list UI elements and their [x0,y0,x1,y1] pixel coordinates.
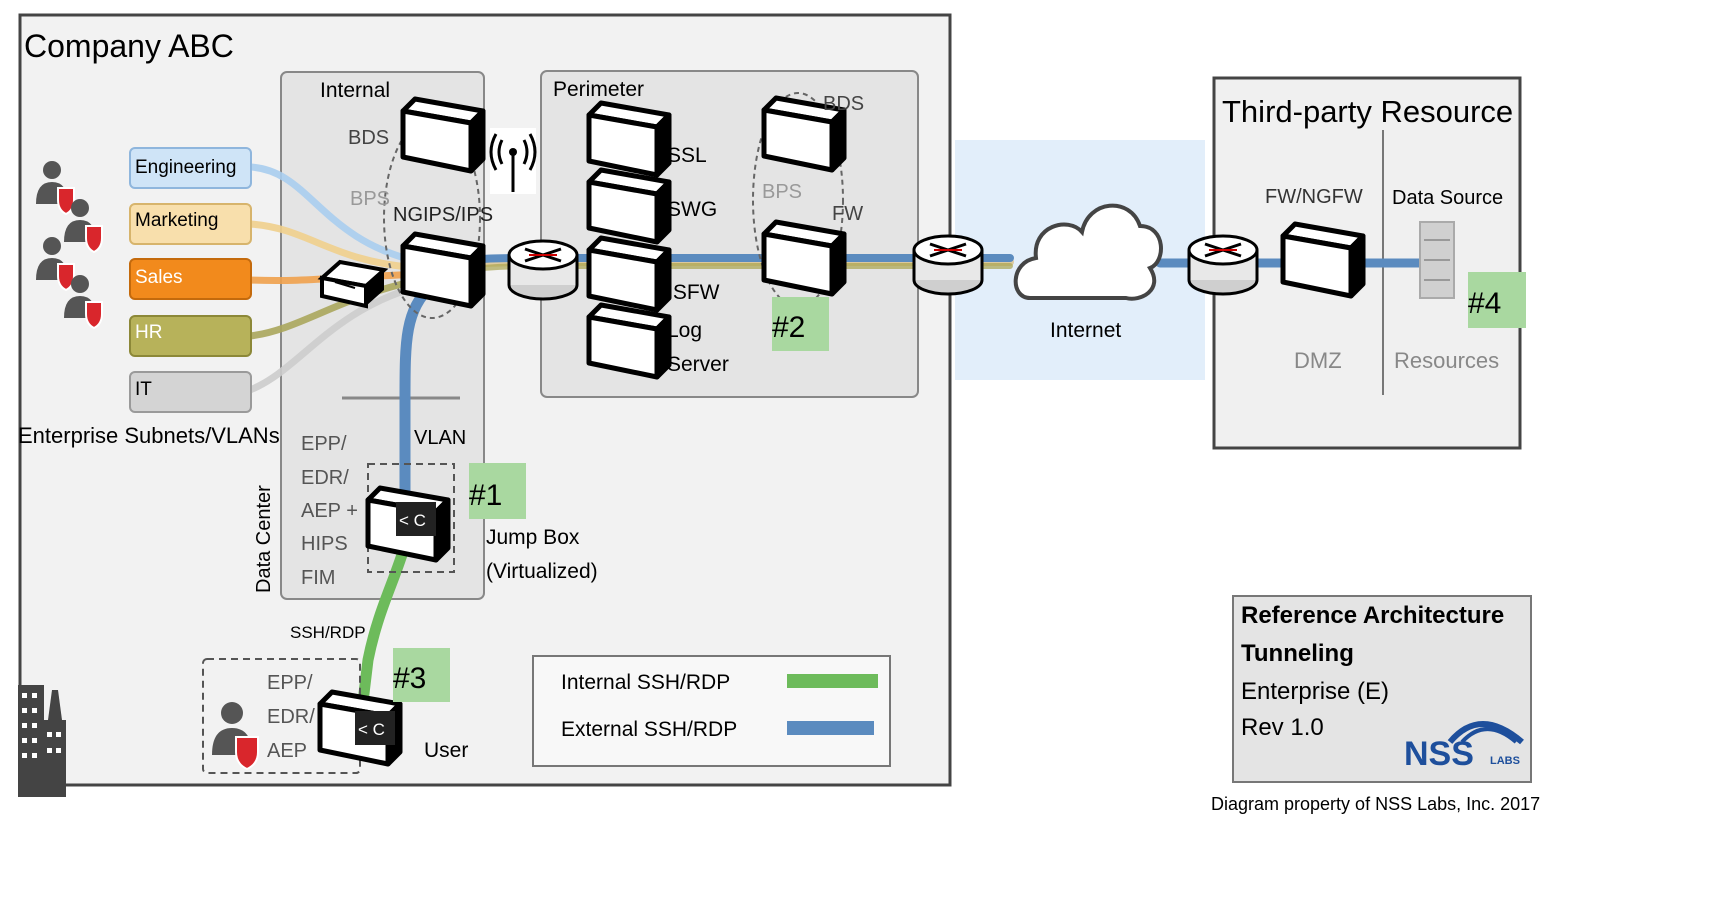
third-party-router-icon[interactable] [1187,234,1259,296]
jump-box-label-1: Jump Box [486,526,580,549]
subnet-engineering[interactable] [129,147,252,189]
swg-label: SWG [667,198,717,221]
dc-endpoint-line-2: EDR/ [301,467,349,489]
reference-line-2: Tunneling [1241,640,1354,667]
company-title: Company ABC [24,28,234,64]
subnet-it[interactable] [129,371,252,413]
edge-router-icon[interactable] [912,234,984,296]
badge-1-label: #1 [469,479,502,512]
user-endpoint-line-2: EDR/ [267,706,315,728]
dmz-label: DMZ [1294,348,1342,373]
internal-router-icon[interactable] [507,239,579,301]
subnet-lines [246,163,424,394]
fw-device-icon[interactable] [764,222,844,294]
subnet-list: Engineering Marketing Sales HR IT [129,147,252,413]
perimeter-bps-label: BPS [762,181,802,203]
bds-device-icon[interactable] [403,99,483,171]
badge-3-label: #3 [393,662,426,695]
log-label: Log [667,319,702,342]
legend-external-swatch [787,721,874,735]
nss-labs-logo: NSS LABS [1404,721,1524,773]
subnet-marketing-label: Marketing [135,210,218,231]
vlan-label: VLAN [414,427,466,449]
dc-endpoint-line-4: HIPS [301,533,348,555]
nss-logo-sub: LABS [1490,755,1520,767]
subnets-caption: Enterprise Subnets/VLANs [18,423,280,448]
user-label: User [424,739,468,762]
data-source-server-icon[interactable] [1419,221,1455,299]
jump-box-device-icon[interactable]: < C [368,488,448,560]
internal-ssh-line [356,539,411,716]
reference-line-3: Enterprise (E) [1241,678,1389,705]
fw-ngfw-label: FW/NGFW [1265,186,1363,208]
swg-device-icon[interactable] [589,170,669,242]
subnet-it-label: IT [135,379,152,400]
badge-1 [469,463,526,519]
badge-2-label: #2 [772,311,805,344]
badge-4 [1468,272,1526,328]
bds-bps-group-outline [383,117,481,319]
user-device-icon[interactable]: < C [320,692,400,764]
ssl-device-icon[interactable] [589,103,669,175]
subnet-engineering-label: Engineering [135,157,236,178]
subnet-sales[interactable] [129,258,252,300]
dc-endpoint-line-1: EPP/ [301,433,347,455]
isfw-label: ISFW [667,281,720,304]
internet-cloud-icon [1013,203,1163,301]
badge-4-label: #4 [1468,287,1501,320]
dc-endpoint-line-5: FIM [301,567,335,589]
svg-text:< C: < C [399,511,426,530]
reference-box [1232,595,1532,783]
subnet-hr[interactable] [129,315,252,357]
internal-bps-label: BPS [350,188,390,210]
server-label: Server [667,353,729,376]
jump-box-outline [367,463,455,573]
user-person-icon [212,702,259,771]
jump-box-label-2: (Virtualized) [486,560,598,583]
third-party-title: Third-party Resource [1222,94,1513,129]
log-server-device-icon[interactable] [589,305,669,377]
perimeter-title: Perimeter [553,78,644,101]
subnet-marketing[interactable] [129,203,252,245]
badge-3 [393,648,450,702]
data-center-label: Data Center [253,485,275,593]
legend-internal-label: Internal SSH/RDP [561,671,730,694]
data-source-label: Data Source [1392,187,1503,209]
badge-2 [772,297,829,351]
wireless-ap-icon [489,128,537,194]
perimeter-bds-bps-outline [752,92,844,308]
fw-label: FW [832,203,863,225]
ngips-label: NGIPS/IPS [393,204,493,226]
legend-external-label: External SSH/RDP [561,718,737,741]
subnet-hr-label: HR [135,322,162,343]
internet-label: Internet [1050,319,1121,342]
resources-label: Resources [1394,348,1499,373]
building-icon [18,685,66,797]
ngips-device-icon[interactable] [403,234,483,306]
subnet-sales-label: Sales [135,267,183,288]
ssh-rdp-label: SSH/RDP [290,623,366,642]
user-endpoint-line-3: AEP [267,740,307,762]
legend-internal-swatch [787,674,878,688]
user-endpoint-line-1: EPP/ [267,672,313,694]
internal-bds-label: BDS [348,127,389,149]
fw-ngfw-device-icon[interactable] [1283,224,1363,296]
svg-text:< C: < C [358,720,385,739]
nss-logo-text: NSS [1404,735,1474,773]
isfw-device-icon[interactable] [589,238,669,310]
reference-line-1: Reference Architecture [1241,602,1504,629]
ssl-label: SSL [667,144,707,167]
perimeter-bds-label: BDS [823,93,864,115]
reference-line-4: Rev 1.0 [1241,714,1324,741]
dc-endpoint-line-3: AEP + [301,500,358,522]
footer-credit: Diagram property of NSS Labs, Inc. 2017 [1211,794,1540,814]
switch-icon[interactable] [317,259,389,309]
internal-title: Internal [320,79,390,102]
